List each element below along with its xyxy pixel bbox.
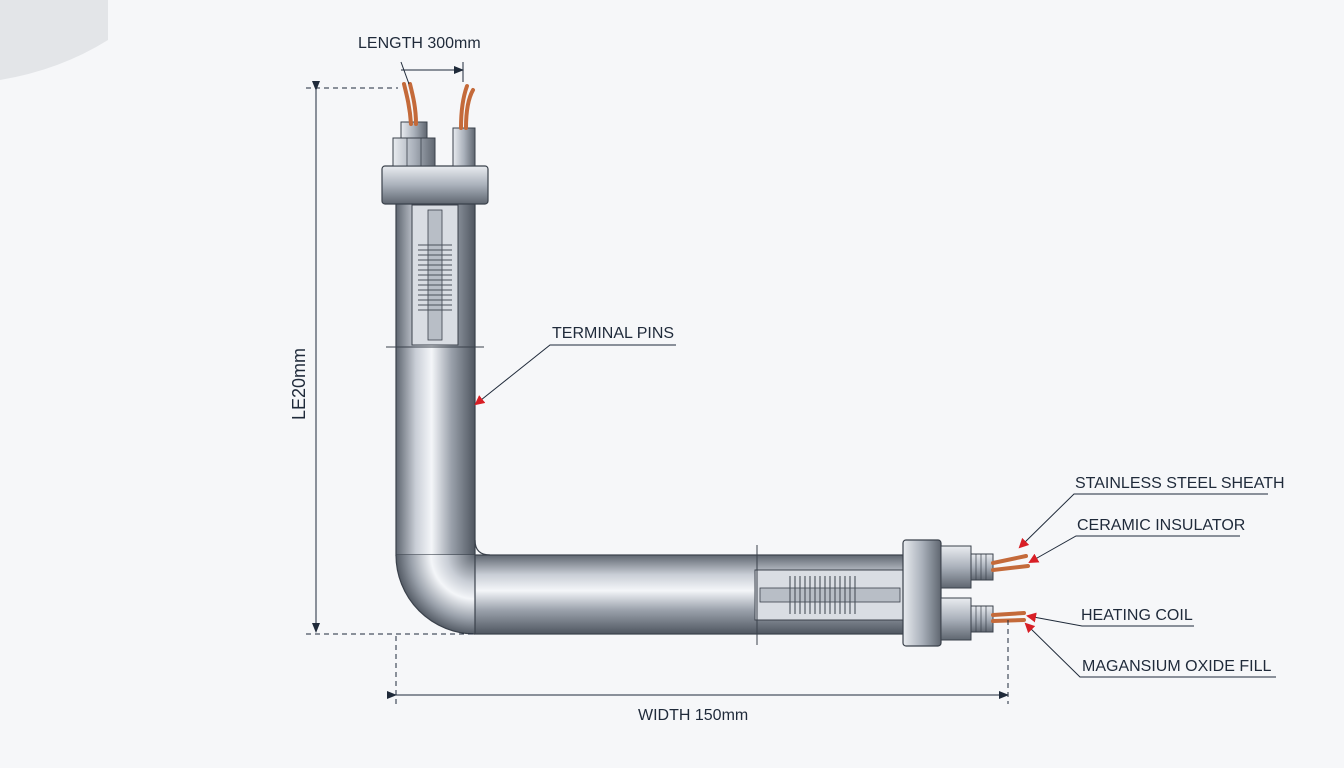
corner-shade bbox=[0, 0, 108, 80]
dimension-lines bbox=[306, 61, 1009, 704]
right-flange bbox=[902, 539, 994, 647]
top-lead-wires bbox=[402, 82, 475, 130]
vertical-cutaway bbox=[386, 204, 484, 348]
heating-coil-label: HEATING COIL bbox=[1081, 607, 1193, 624]
top-flange bbox=[381, 121, 489, 205]
height-dimension-label: LE20mm bbox=[289, 348, 309, 420]
length-dimension-label: LENGTH 300mm bbox=[358, 35, 481, 52]
terminal-pins-label: TERMINAL PINS bbox=[552, 325, 674, 342]
ceramic-insulator-label: CERAMIC INSULATOR bbox=[1077, 517, 1245, 534]
width-dimension-label: WIDTH 150mm bbox=[638, 707, 748, 724]
callout-leaders bbox=[474, 344, 1276, 678]
right-lead-wires bbox=[991, 554, 1030, 623]
horizontal-cutaway bbox=[754, 545, 906, 645]
stainless-sheath-label: STAINLESS STEEL SHEATH bbox=[1075, 475, 1285, 492]
oxide-fill-label: MAGANSIUM OXIDE FILL bbox=[1082, 658, 1271, 675]
heater-tube bbox=[395, 199, 906, 635]
